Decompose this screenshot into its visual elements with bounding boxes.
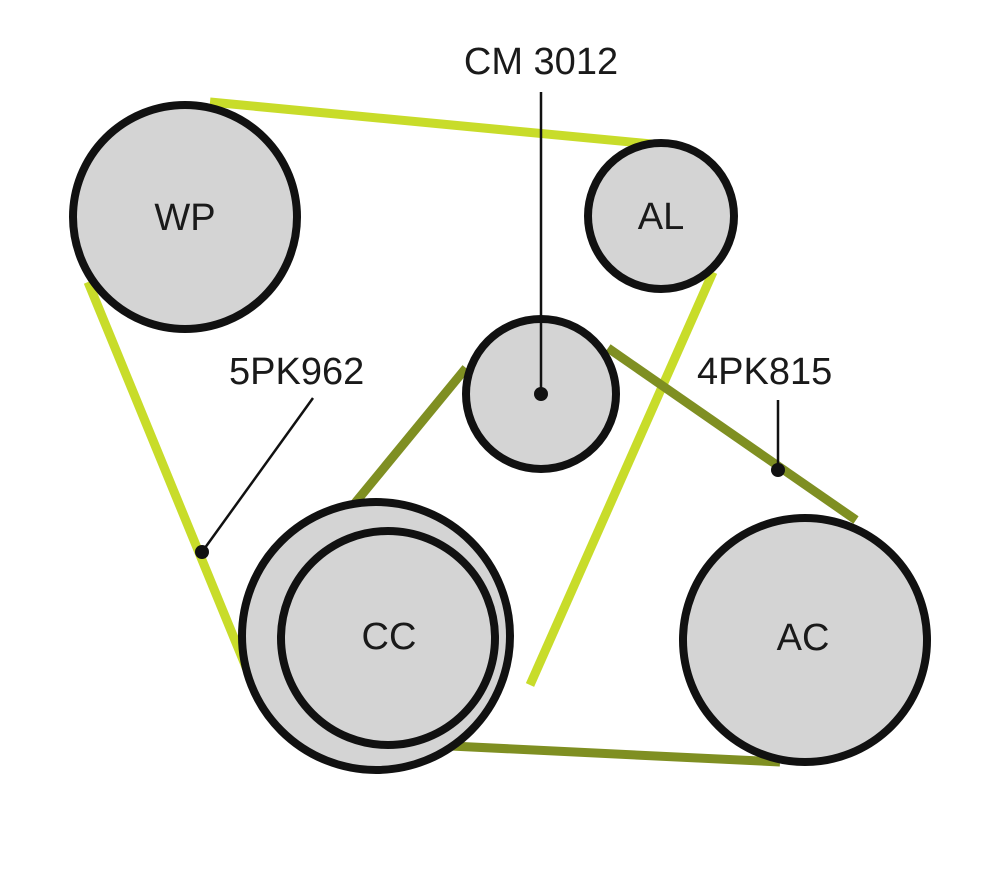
pulley-label-al: AL (638, 196, 684, 238)
leader-dot-outer-belt (195, 545, 209, 559)
pulley-wp (69, 101, 301, 333)
pulley-al (584, 139, 738, 293)
belt-4pk815-bottom (409, 739, 781, 767)
pulley-label-wp: WP (154, 197, 215, 239)
callout-label-outer-belt: 5PK962 (229, 351, 364, 393)
pulley-cc-inner (277, 527, 499, 749)
leader-outer-belt (200, 397, 315, 553)
callout-label-inner-belt: 4PK815 (697, 351, 832, 393)
leader-dot-tensioner (534, 387, 548, 401)
pulley-label-cc: CC (362, 616, 417, 658)
pulley-label-ac: AC (777, 617, 830, 659)
belt-5pk962-top (209, 97, 663, 150)
belt-5pk962-left (83, 280, 253, 674)
belt-5pk962-right (525, 270, 718, 687)
leader-dot-inner-belt (771, 463, 785, 477)
belt-4pk815-upper-right (605, 344, 859, 524)
pulley-ac (679, 514, 931, 766)
callout-label-tensioner: CM 3012 (464, 41, 618, 83)
